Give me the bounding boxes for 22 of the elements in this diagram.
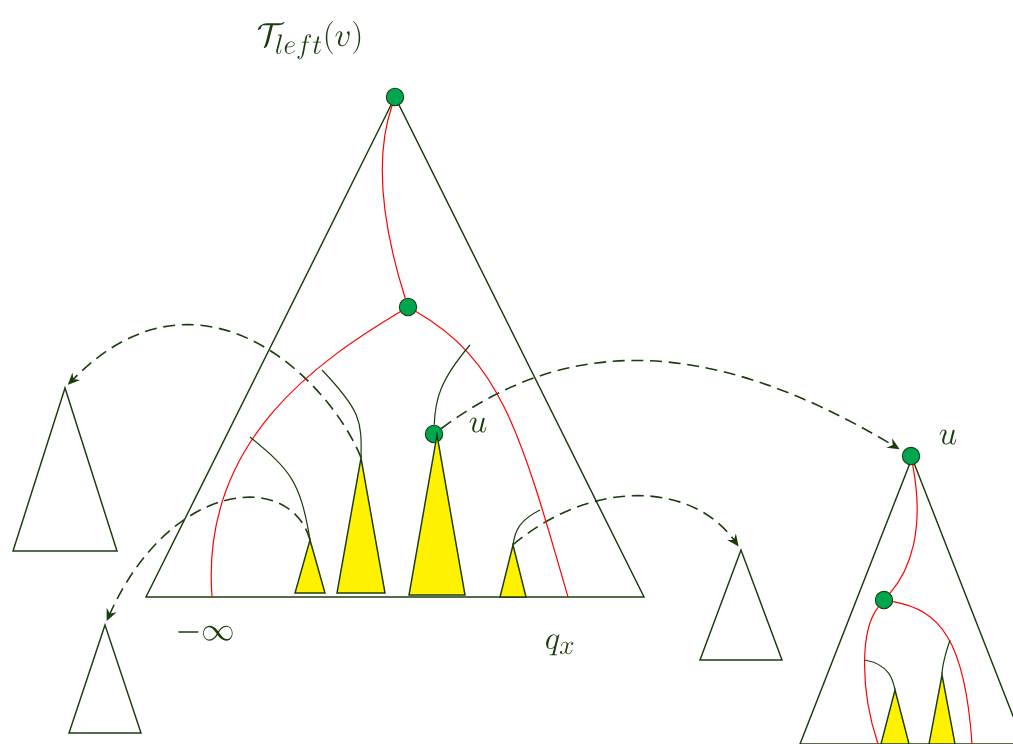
node-dot [398,297,418,317]
subtree-link [433,344,471,426]
subtree-link [249,436,311,541]
node-dot [424,424,444,444]
search-path [211,311,401,598]
axis-value-label: $-\infty$ [178,625,233,641]
node-dot [901,446,921,466]
subtree-link [941,639,951,676]
tree-title: $\mathcal{T}_{left}(v)$ [257,21,361,60]
axis-value-label: $u$ [469,417,487,433]
subtree-link [864,659,896,691]
search-path [892,601,973,744]
node-dot [874,590,894,610]
search-path [415,311,569,598]
node-label: $u$ [939,429,957,445]
search-path [381,105,406,299]
tree-triangle [798,446,1013,744]
subtree-link [512,509,541,546]
node-dot [385,87,405,107]
search-path [863,606,879,744]
axis-value-label: $q_x$ [546,634,574,656]
subtree-link [321,369,362,459]
